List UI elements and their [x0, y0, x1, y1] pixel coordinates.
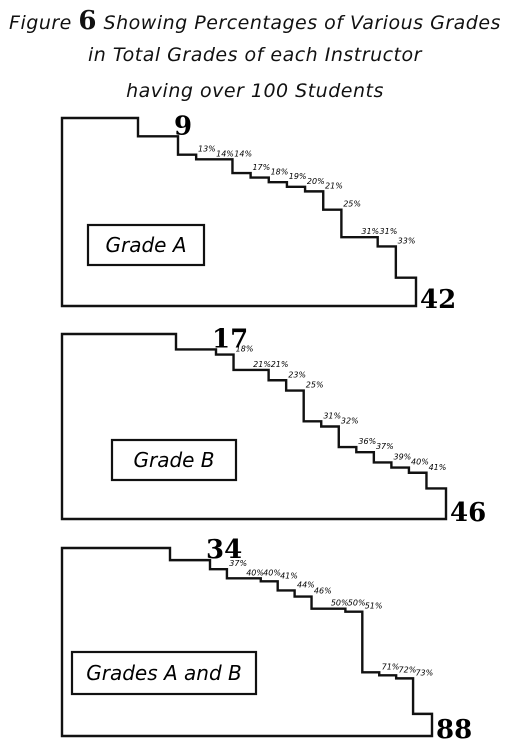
panel-label-2: Grade B [133, 448, 214, 472]
chart-title-line-1: Figure 6 Showing Percentages of Various … [0, 6, 510, 36]
data-label-3-12: 73% [415, 668, 433, 677]
data-label-3-11: 72% [399, 665, 417, 674]
data-label-1-4: 17% [252, 163, 270, 172]
data-label-2-7: 32% [341, 417, 359, 426]
data-label-2-9: 37% [376, 442, 394, 451]
data-label-2-3: 21% [271, 360, 289, 369]
data-label-1-3: 14% [234, 149, 252, 158]
chart-title-line-2: in Total Grades of each Instructor [88, 44, 422, 66]
end-value-label-3: 88 [436, 715, 472, 745]
start-value-label-2: 17 [212, 324, 248, 354]
end-value-label-2: 46 [450, 498, 486, 528]
data-label-1-5: 18% [271, 168, 289, 177]
data-label-1-10: 31% [361, 227, 379, 236]
data-label-1-2: 14% [216, 149, 234, 158]
panel-outline-2 [60, 332, 448, 521]
start-value-label-3: 34 [206, 535, 242, 565]
end-value-label-1: 42 [420, 285, 456, 315]
data-label-2-12: 41% [429, 463, 447, 472]
data-label-3-8: 50% [348, 599, 366, 608]
chart-title-line-3: having over 100 Students [126, 80, 384, 102]
data-label-3-4: 41% [280, 571, 298, 580]
panel-label-box-3 [70, 650, 258, 696]
data-label-2-8: 36% [358, 437, 376, 446]
data-label-1-1: 13% [198, 145, 216, 154]
panel-label-3: Grades A and B [86, 661, 242, 685]
data-label-2-2: 21% [253, 360, 271, 369]
data-label-1-9: 25% [343, 200, 361, 209]
data-label-1-11: 31% [380, 227, 398, 236]
figure-title-text: Showing Percentages of Various Grades [103, 12, 501, 34]
panel-outline-1 [60, 116, 418, 308]
figure-prefix: Figure [9, 12, 72, 34]
data-label-2-1: 18% [236, 345, 254, 354]
data-label-1-12: 33% [398, 236, 416, 245]
data-label-3-6: 46% [314, 587, 332, 596]
data-label-3-10: 71% [382, 662, 400, 671]
data-label-3-2: 40% [246, 568, 264, 577]
data-label-1-6: 19% [289, 172, 307, 181]
data-label-3-9: 51% [365, 602, 383, 611]
panel-label-box-2 [110, 438, 238, 482]
data-label-2-10: 39% [393, 452, 411, 461]
panel-label-1: Grade A [105, 233, 186, 257]
panel-label-box-1 [86, 223, 206, 267]
data-label-3-3: 40% [263, 568, 281, 577]
data-label-3-7: 50% [331, 599, 349, 608]
start-value-label-1: 9 [174, 111, 192, 141]
figure-number: 6 [78, 6, 97, 36]
data-label-2-5: 25% [306, 381, 324, 390]
data-label-3-1: 37% [229, 559, 247, 568]
data-label-2-11: 40% [411, 458, 429, 467]
panel-outline-3 [60, 546, 434, 738]
data-label-2-6: 31% [323, 411, 341, 420]
data-label-1-7: 20% [307, 177, 325, 186]
data-label-2-4: 23% [288, 370, 306, 379]
data-label-1-8: 21% [325, 181, 343, 190]
data-label-3-5: 44% [297, 580, 315, 589]
